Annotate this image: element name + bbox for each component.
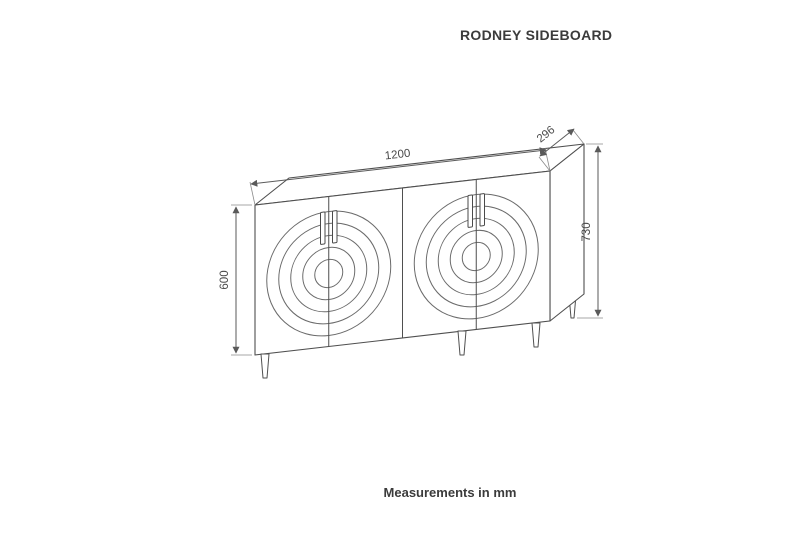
- dim-height-body: 600: [219, 204, 252, 356]
- door-handle: [320, 211, 326, 245]
- door-handle: [332, 210, 338, 244]
- page-title: RODNEY SIDEBOARD: [460, 27, 613, 43]
- dim-height-body-label: 600: [219, 270, 231, 289]
- dim-height-total: 730: [577, 143, 603, 319]
- dim-width-label: 1200: [384, 148, 411, 163]
- leg-front-left: [260, 353, 270, 379]
- door-handle: [479, 193, 485, 227]
- dim-height-total-label: 730: [581, 222, 593, 241]
- leg-front-middle: [457, 330, 467, 356]
- dim-width: 1200: [249, 147, 551, 206]
- right-side-face: [549, 143, 585, 322]
- measurements-note: Measurements in mm: [383, 485, 517, 500]
- dim-depth-label: 296: [535, 124, 557, 145]
- leg-front-right: [531, 322, 541, 348]
- front-face-group: [254, 170, 551, 356]
- door-handle: [467, 194, 473, 228]
